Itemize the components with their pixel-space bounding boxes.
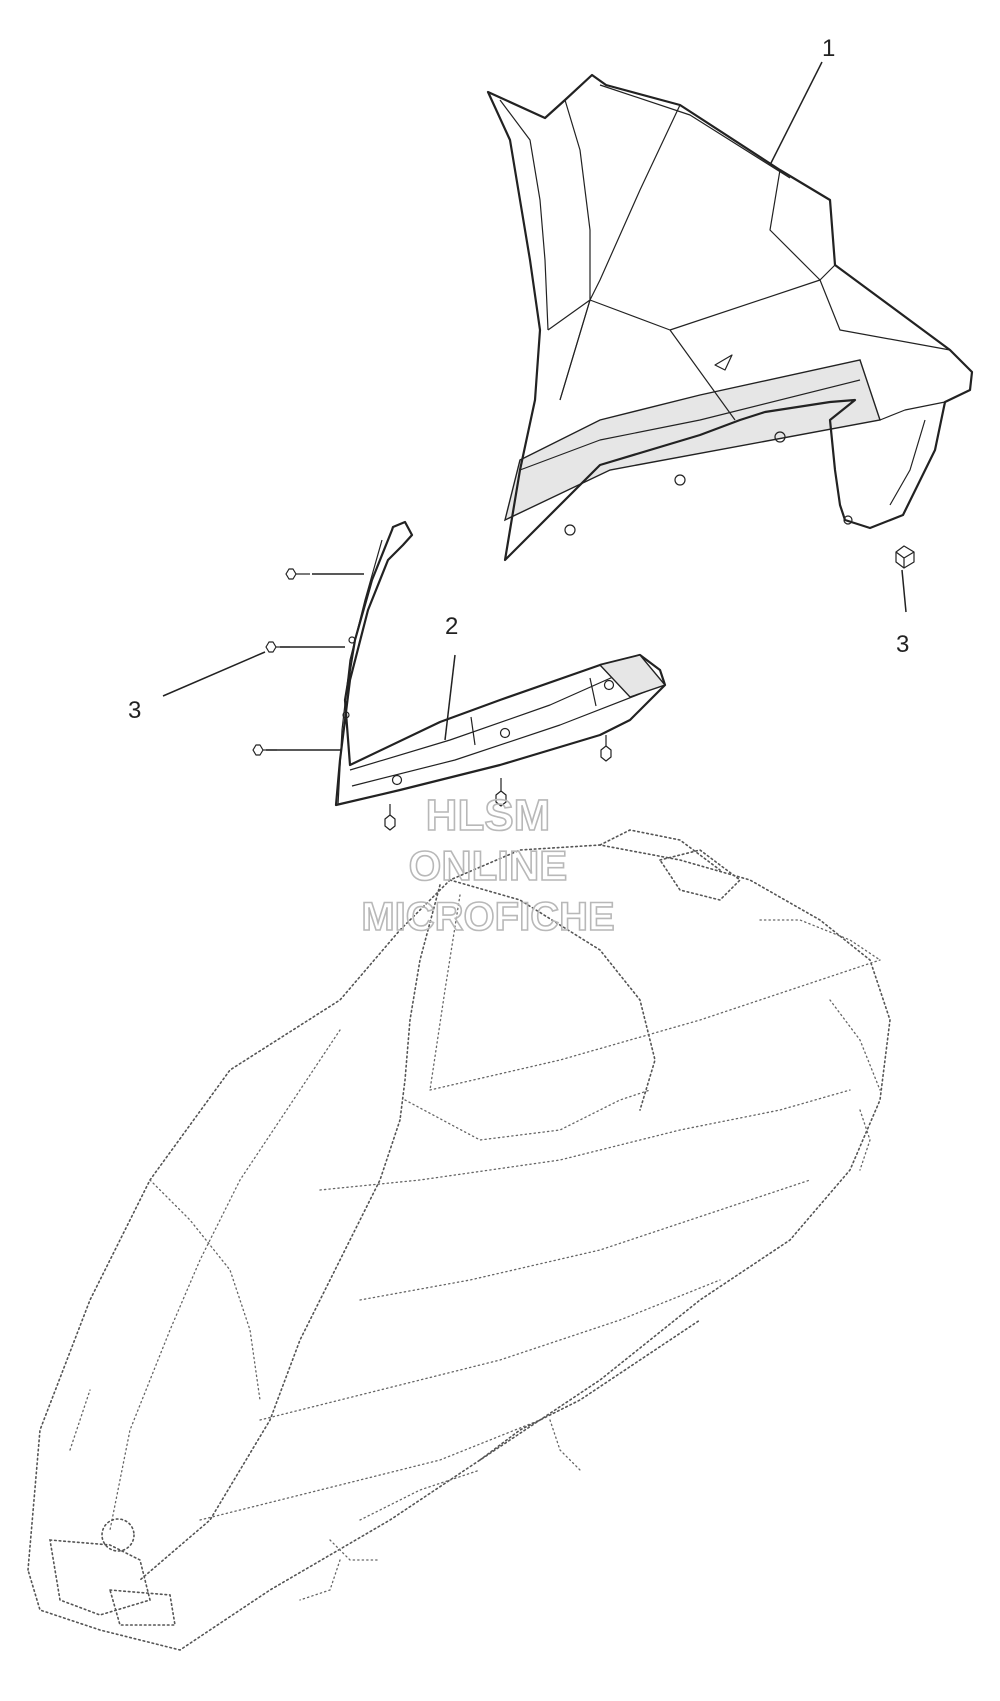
watermark-line-2: ONLINE (409, 842, 568, 889)
screw-fasteners-part-3 (252, 545, 915, 831)
windshield-part-1 (486, 73, 974, 562)
callout-part-3-left: 3 (128, 697, 141, 724)
watermark-line-3: MICROFICHE (361, 895, 614, 939)
callout-part-1: 1 (822, 35, 835, 62)
callout-part-2: 2 (445, 613, 458, 640)
windshield-trim-part-2 (334, 520, 667, 807)
watermark: HLSM ONLINE MICROFICHE (361, 790, 616, 940)
callout-part-3-right: 3 (896, 631, 909, 658)
watermark-line-1: HLSM (426, 791, 551, 840)
leader-lines (162, 61, 907, 751)
reference-hood-outline (27, 829, 891, 1651)
